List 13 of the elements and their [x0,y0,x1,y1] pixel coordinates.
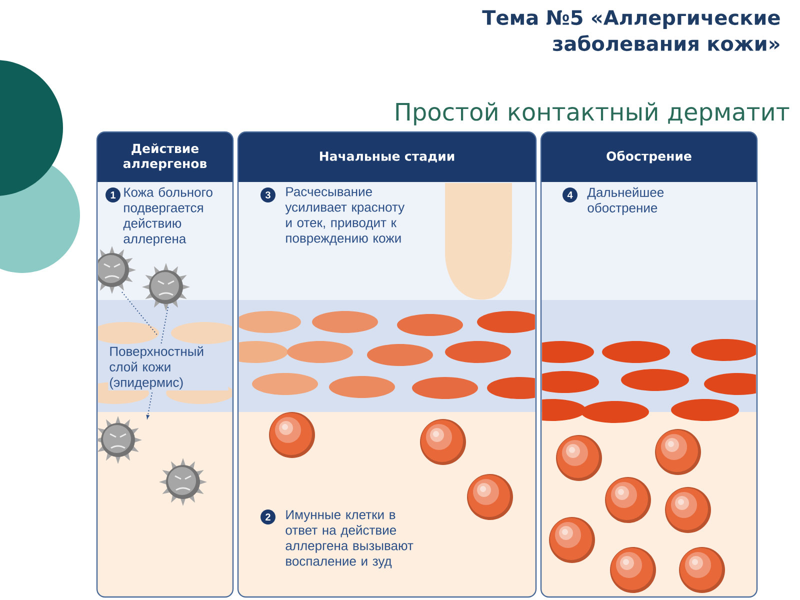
step-text: Расчесывание усиливает красноту и отек, приводит к повреждению кожи [285,187,405,246]
slide-subtitle: Простой контактный дерматит [396,102,790,126]
panel-header: Начальные стадии [320,152,454,162]
step-number: 4 [562,188,578,202]
step-text: Имунные клетки в ответ на действие аллергена вызывают воспаление и зуд [286,510,414,568]
panel-header: Обострение [606,150,692,164]
step-text: Дальнейшее обострение [587,187,664,216]
step-number: 3 [260,188,276,202]
step-text: Кожа больного подвергается действию аллергена [123,187,212,246]
panel-header: Действие аллергенов [123,143,207,171]
slide-title: Тема №5 «Аллергические заболевания кожи» [482,10,780,52]
step-number: 2 [260,510,276,524]
step-number: 1 [106,188,120,202]
